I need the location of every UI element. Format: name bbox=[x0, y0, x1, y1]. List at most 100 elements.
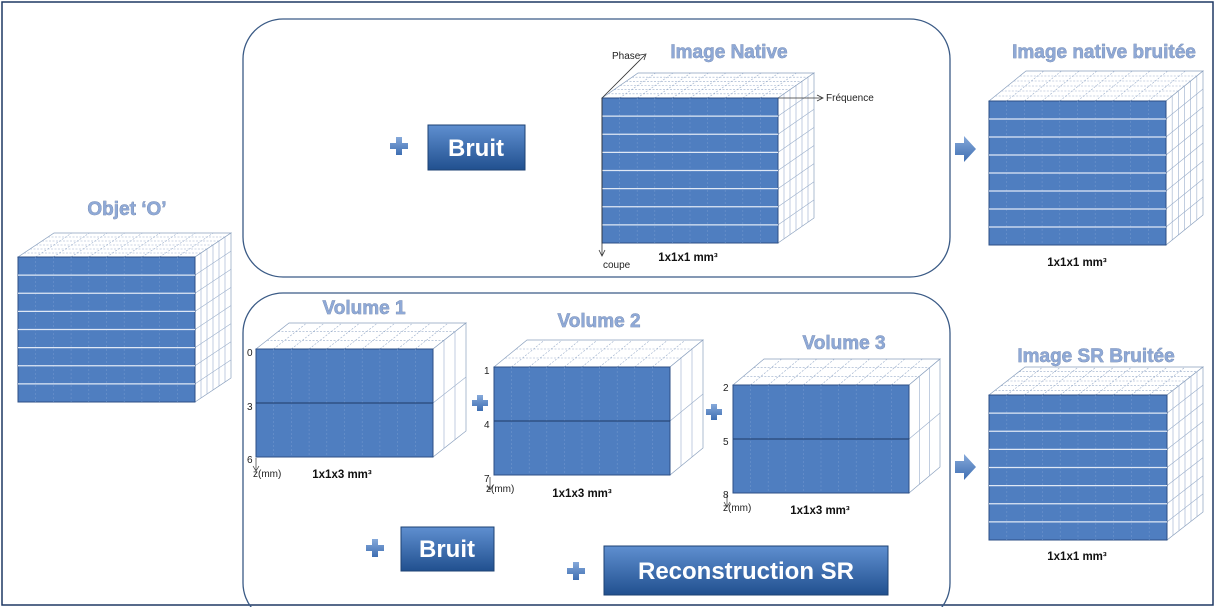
side-grid-line bbox=[777, 163, 815, 189]
volume-1-z-arrow-icon bbox=[252, 458, 260, 472]
noisy-native-resolution: 1x1x1 mm³ bbox=[1047, 257, 1107, 269]
side-grid-line bbox=[908, 412, 941, 440]
object-volume bbox=[16, 232, 233, 403]
volume-3-axis-label: z(mm) bbox=[723, 503, 751, 514]
top-grid-line bbox=[617, 339, 651, 368]
side-grid-line bbox=[1165, 178, 1204, 210]
side-grid-line bbox=[194, 269, 232, 294]
top-grid-line bbox=[344, 322, 378, 350]
volume-1-axis-label: z(mm) bbox=[253, 469, 281, 480]
side-grid-line bbox=[194, 359, 232, 385]
volume-2-block bbox=[493, 339, 704, 476]
sr-noisy-resolution: 1x1x1 mm³ bbox=[1047, 551, 1107, 563]
side-grid-line bbox=[1165, 88, 1204, 120]
side-grid-line bbox=[1165, 106, 1204, 138]
side-grid-line bbox=[1166, 475, 1204, 504]
volume-1-tick-1: 3 bbox=[247, 402, 253, 413]
top-grid-line bbox=[564, 339, 598, 368]
phase-label: Phase bbox=[612, 51, 641, 62]
noisy-native-title: Image native bruitée bbox=[1012, 42, 1196, 63]
sr-panel bbox=[242, 292, 951, 607]
volume-2-tick-0: 1 bbox=[484, 366, 490, 377]
noise-button-sr: Bruit bbox=[400, 526, 495, 572]
plus-icon bbox=[472, 395, 488, 411]
reconstruction-sr-label: Reconstruction SR bbox=[638, 558, 854, 585]
volume-2-tick-1: 4 bbox=[484, 420, 490, 431]
volume-2-z-arrow-icon bbox=[486, 477, 494, 491]
native-image-volume bbox=[600, 72, 816, 244]
top-grid-line bbox=[397, 322, 431, 350]
volume-2-title: Volume 2 bbox=[557, 311, 640, 332]
top-grid-line bbox=[308, 322, 343, 350]
side-grid-line bbox=[1166, 384, 1204, 414]
side-grid-line bbox=[1166, 457, 1204, 486]
side-grid-line bbox=[1166, 493, 1204, 523]
side-grid-line bbox=[777, 145, 815, 171]
top-grid-line bbox=[634, 339, 668, 368]
side-grid-line bbox=[432, 376, 467, 404]
volume-3-title: Volume 3 bbox=[802, 333, 885, 354]
sr-noisy-title: Image SR Bruitée bbox=[1017, 346, 1174, 367]
side-grid-line bbox=[1166, 439, 1204, 468]
plus-icon bbox=[567, 562, 585, 580]
side-grid-line bbox=[1165, 160, 1204, 192]
side-grid-line bbox=[1165, 196, 1204, 228]
top-grid-line bbox=[652, 339, 686, 368]
top-grid-line bbox=[273, 322, 307, 350]
top-grid-line bbox=[1113, 366, 1150, 396]
phase-axis bbox=[601, 54, 646, 99]
top-grid-line bbox=[546, 339, 580, 368]
noise-button: Bruit bbox=[427, 124, 526, 171]
volume-2-tick-2: 7 bbox=[484, 474, 490, 485]
top-grid-line bbox=[529, 339, 563, 368]
volume-3-tick-0: 2 bbox=[723, 383, 729, 394]
side-grid-line bbox=[777, 127, 815, 153]
side-grid-line bbox=[1165, 142, 1204, 174]
top-grid-line bbox=[326, 322, 360, 350]
slice-arrow-icon bbox=[598, 249, 606, 257]
side-grid-line bbox=[194, 305, 232, 330]
plus-icon bbox=[706, 404, 722, 420]
slice-label: coupe bbox=[603, 260, 631, 271]
noise-button-label: Bruit bbox=[448, 135, 504, 162]
side-grid-line bbox=[1166, 421, 1204, 450]
volume-1-resolution: 1x1x3 mm³ bbox=[312, 469, 372, 481]
block-top-face bbox=[732, 358, 941, 386]
noise-button-sr-label: Bruit bbox=[419, 536, 475, 563]
noisy-native-volume bbox=[988, 70, 1204, 246]
volume-1-title: Volume 1 bbox=[322, 298, 405, 319]
top-grid-line bbox=[511, 339, 545, 368]
right-arrow-icon bbox=[955, 136, 976, 162]
volume-1-block bbox=[254, 322, 468, 458]
top-grid-line bbox=[581, 339, 616, 368]
volume-3-tick-2: 8 bbox=[723, 490, 729, 501]
volume-3-z-arrow-icon bbox=[723, 494, 731, 508]
top-grid-line bbox=[291, 322, 325, 350]
side-grid-line bbox=[1166, 403, 1204, 432]
side-grid-line bbox=[777, 181, 815, 207]
side-grid-line bbox=[777, 109, 815, 135]
side-grid-line bbox=[669, 393, 704, 422]
top-grid-line bbox=[415, 322, 449, 350]
top-grid-line bbox=[599, 339, 633, 368]
side-grid-line bbox=[194, 341, 232, 366]
sr-noisy-volume bbox=[987, 366, 1205, 541]
volume-2-axis-label: z(mm) bbox=[486, 484, 514, 495]
top-grid-line bbox=[1149, 366, 1186, 396]
side-grid-line bbox=[1165, 124, 1204, 156]
plus-icon bbox=[366, 539, 384, 557]
object-title: Objet ‘O’ bbox=[87, 199, 166, 220]
side-grid-line bbox=[777, 199, 815, 226]
reconstruction-sr-button: Reconstruction SR bbox=[603, 545, 889, 596]
volume-2-resolution: 1x1x3 mm³ bbox=[552, 488, 612, 500]
native-image-title: Image Native bbox=[670, 42, 787, 63]
native-resolution: 1x1x1 mm³ bbox=[658, 252, 718, 264]
volume-1-tick-2: 6 bbox=[247, 455, 253, 466]
side-grid-line bbox=[194, 323, 232, 348]
volume-3-block bbox=[732, 358, 941, 494]
side-grid-line bbox=[777, 90, 815, 117]
right-arrow-icon bbox=[955, 454, 976, 480]
top-grid-line bbox=[1131, 366, 1168, 396]
volume-1-tick-0: 0 bbox=[247, 348, 253, 359]
